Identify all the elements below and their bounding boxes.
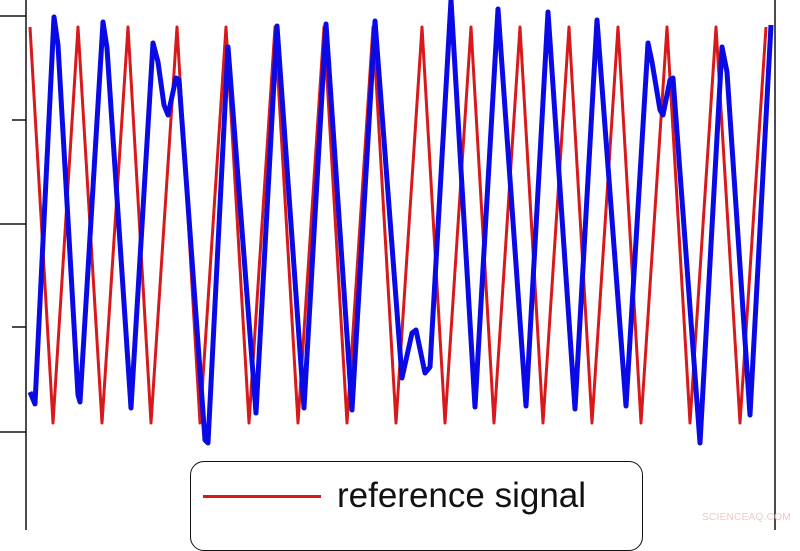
- watermark: SCIENCEAQ.COM: [702, 512, 791, 523]
- y-major-ticks: [0, 15, 26, 433]
- legend-item-reference-signal: reference signal: [203, 476, 586, 516]
- y-axis: [0, 0, 27, 530]
- line-chart: [0, 0, 776, 530]
- measured-signal-line: [27, 0, 774, 446]
- y-minor-ticks: [12, 119, 26, 328]
- legend: reference signal: [190, 461, 643, 551]
- reference-signal-swatch: [203, 494, 321, 498]
- reference-signal-line: [28, 25, 768, 425]
- legend-label: reference signal: [337, 476, 587, 515]
